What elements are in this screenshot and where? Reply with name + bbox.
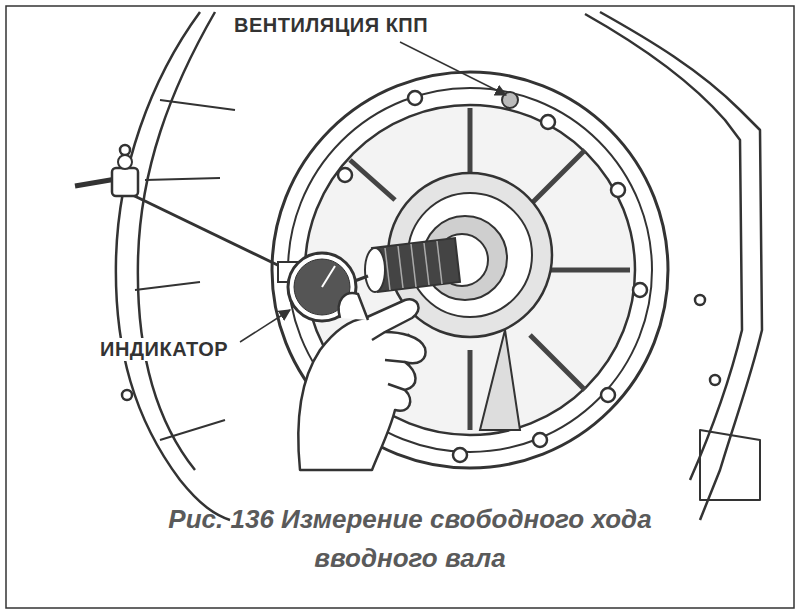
leader-line xyxy=(400,42,506,95)
bellhousing xyxy=(116,12,762,520)
figure-caption: Рис. 136 Измерение свободного хода вводн… xyxy=(130,500,690,578)
dial-indicator xyxy=(75,155,368,321)
part-label: ИНДИКАТОР xyxy=(98,338,230,361)
part-label: ВЕНТИЛЯЦИЯ КПП xyxy=(232,14,430,37)
frame xyxy=(6,6,794,608)
hand xyxy=(298,293,425,470)
leader-line xyxy=(240,310,290,342)
